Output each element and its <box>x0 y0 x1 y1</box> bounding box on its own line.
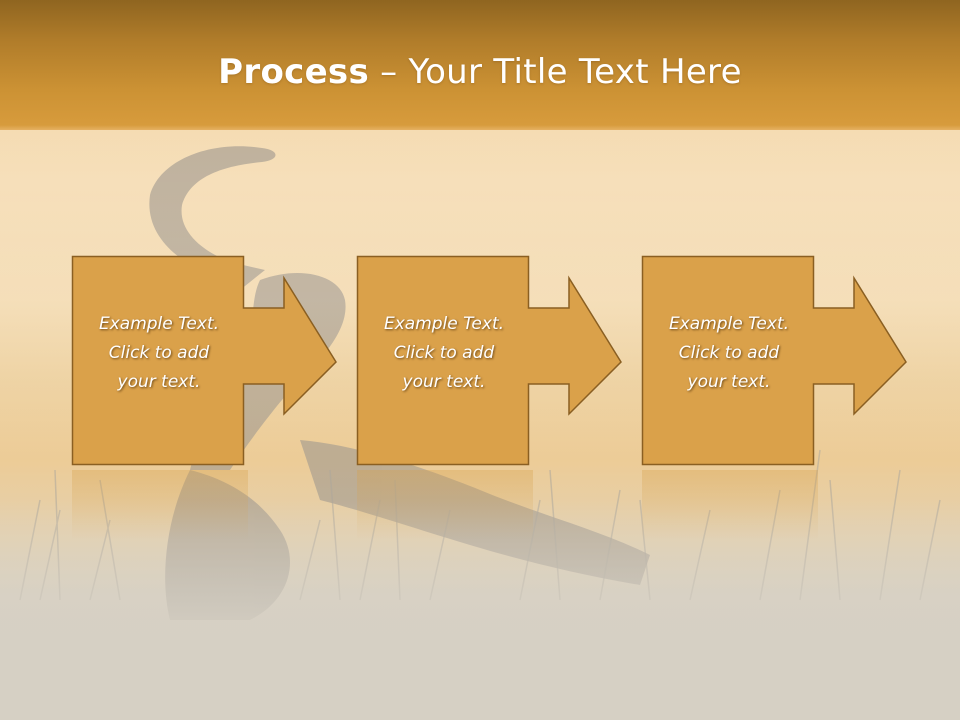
step-1-line-1: Example Text. <box>98 314 220 334</box>
step-2-line-1: Example Text. <box>383 314 505 334</box>
step-1-reflection <box>72 470 248 540</box>
step-3-line-2: Click to add <box>678 343 780 363</box>
step-2-arrow-shape <box>356 255 622 466</box>
step-1-line-2: Click to add <box>108 343 210 363</box>
step-3-text: Example Text. Click to add your text. <box>648 310 810 397</box>
step-3-line-1: Example Text. <box>668 314 790 334</box>
step-2-line-3: your text. <box>402 372 486 392</box>
step-1-line-3: your text. <box>117 372 201 392</box>
slide-title-bold: Process <box>218 52 370 92</box>
step-2-reflection <box>357 470 533 540</box>
slide-title[interactable]: Process – Your Title Text Here <box>0 52 960 92</box>
title-band <box>0 0 960 130</box>
step-3-line-3: your text. <box>687 372 771 392</box>
step-2-text: Example Text. Click to add your text. <box>363 310 525 397</box>
step-3-reflection <box>642 470 818 540</box>
step-3-arrow-shape <box>641 255 907 466</box>
process-step-1[interactable]: Example Text. Click to add your text. <box>71 255 337 466</box>
process-step-2[interactable]: Example Text. Click to add your text. <box>356 255 622 466</box>
step-2-line-2: Click to add <box>393 343 495 363</box>
step-1-text: Example Text. Click to add your text. <box>78 310 240 397</box>
step-1-arrow-shape <box>71 255 337 466</box>
slide-title-rest: – Your Title Text Here <box>369 52 742 92</box>
process-step-3[interactable]: Example Text. Click to add your text. <box>641 255 907 466</box>
